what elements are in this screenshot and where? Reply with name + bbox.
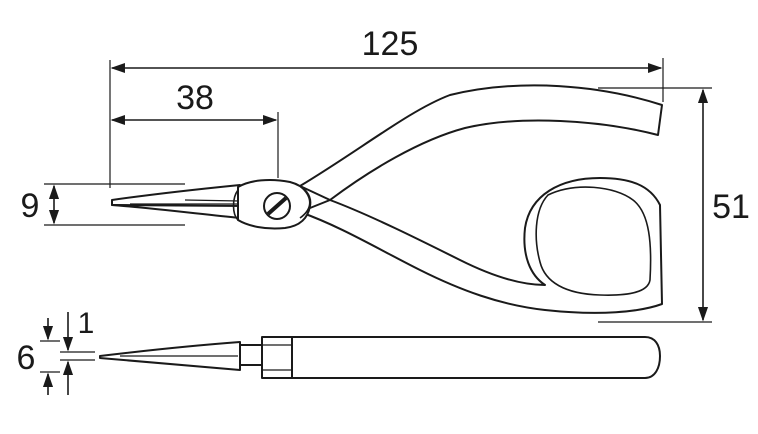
dimension-label-1: 1 bbox=[78, 307, 95, 340]
dimension-label-51: 51 bbox=[712, 188, 750, 226]
side-handle bbox=[291, 336, 661, 379]
dimension-38: 38 bbox=[110, 79, 279, 178]
pliers-top-view bbox=[111, 84, 663, 314]
pliers-side-view bbox=[99, 336, 661, 379]
dimension-9: 9 bbox=[21, 183, 185, 226]
lower-handle-loop bbox=[299, 177, 663, 314]
dimension-label-38: 38 bbox=[176, 79, 214, 117]
dimension-label-9: 9 bbox=[21, 187, 40, 225]
dimension-51: 51 bbox=[598, 87, 750, 323]
dimension-label-125: 125 bbox=[362, 25, 419, 63]
dimension-1: 1 bbox=[60, 307, 95, 395]
lower-jaw bbox=[111, 204, 246, 219]
side-joint-cap bbox=[261, 336, 293, 379]
dimension-label-6: 6 bbox=[17, 339, 36, 377]
finger-loop-hole bbox=[535, 186, 652, 296]
dimension-125: 125 bbox=[109, 25, 664, 188]
pivot-screw-icon bbox=[263, 192, 291, 220]
dimension-6: 6 bbox=[17, 318, 60, 395]
upper-jaw bbox=[111, 184, 246, 207]
upper-handle bbox=[299, 84, 663, 201]
